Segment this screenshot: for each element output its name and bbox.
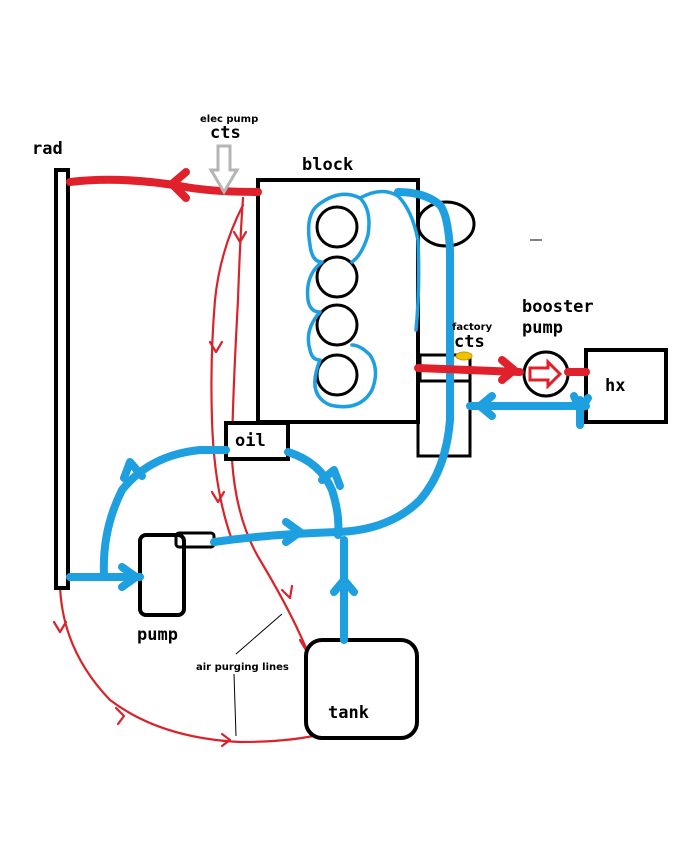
purge-arrow-5: [52, 620, 68, 634]
cold-arrow-1: [118, 563, 140, 591]
hot-arrow-rad: [168, 168, 190, 202]
cold-arrow-4: [282, 518, 304, 546]
label-factory-cts: cts: [454, 332, 485, 352]
water-jacket-outer: [358, 189, 421, 332]
cold-line-junction-to-block: [334, 188, 454, 536]
purge-arrow-2: [208, 340, 224, 354]
cold-coolant-lines: [66, 188, 592, 644]
label-factory: factory: [452, 322, 493, 333]
label-rad: rad: [32, 139, 63, 159]
engine-block: [256, 178, 420, 424]
purge-arrow-6: [114, 706, 126, 726]
cold-arrow-2: [120, 458, 146, 482]
label-air-purging-lines: air purging lines: [196, 662, 289, 673]
cold-arrow-7: [570, 392, 592, 414]
purge-arrow-1: [232, 230, 248, 244]
hot-coolant-lines: [66, 168, 590, 390]
hot-line-to-booster: [414, 364, 524, 376]
cold-line-pump-to-junction: [210, 528, 342, 546]
factory-cts-sensor: [455, 351, 473, 361]
purge-line-rad-to-tank: [58, 583, 324, 744]
purge-line-block-inner: [210, 203, 245, 542]
cylinder-3: [315, 303, 359, 347]
purge-arrow-3: [210, 490, 226, 504]
label-hx: hx: [605, 376, 625, 396]
cylinder-2: [315, 255, 359, 299]
elec-pump-cts-sensor: [208, 144, 240, 195]
label-booster-pump: pump: [522, 318, 563, 338]
heat-exchanger: [584, 348, 668, 424]
purge-pointer-1: [235, 613, 283, 655]
label-tank: tank: [328, 703, 369, 723]
label-booster: booster: [522, 297, 594, 317]
oil-cooler: [224, 421, 290, 461]
booster-arrow-outline: [528, 358, 563, 390]
cylinder-1: [315, 205, 359, 249]
cold-line-pump-to-oil: [99, 446, 230, 579]
purge-pointer-2: [233, 673, 237, 737]
label-oil: oil: [235, 431, 266, 451]
cold-arrow-6: [476, 392, 496, 420]
radiator: [54, 168, 70, 590]
elec-cts-down-arrow-icon: [208, 144, 240, 195]
purge-arrow-7: [220, 732, 232, 748]
water-jacket: [305, 192, 378, 409]
hot-line-block-to-rad: [66, 175, 262, 196]
cold-line-oil-to-junction: [284, 448, 343, 539]
label-elec-pump: elec pump: [200, 114, 258, 125]
purge-arrow-4: [280, 584, 294, 600]
hot-arrow-booster: [498, 356, 518, 384]
label-pump: pump: [137, 625, 178, 645]
cold-arrow-3: [318, 466, 344, 490]
label-elec-cts: cts: [210, 123, 241, 143]
label-block: block: [302, 155, 353, 175]
cold-arrow-5: [330, 576, 358, 596]
coolant-tank: [304, 638, 419, 740]
